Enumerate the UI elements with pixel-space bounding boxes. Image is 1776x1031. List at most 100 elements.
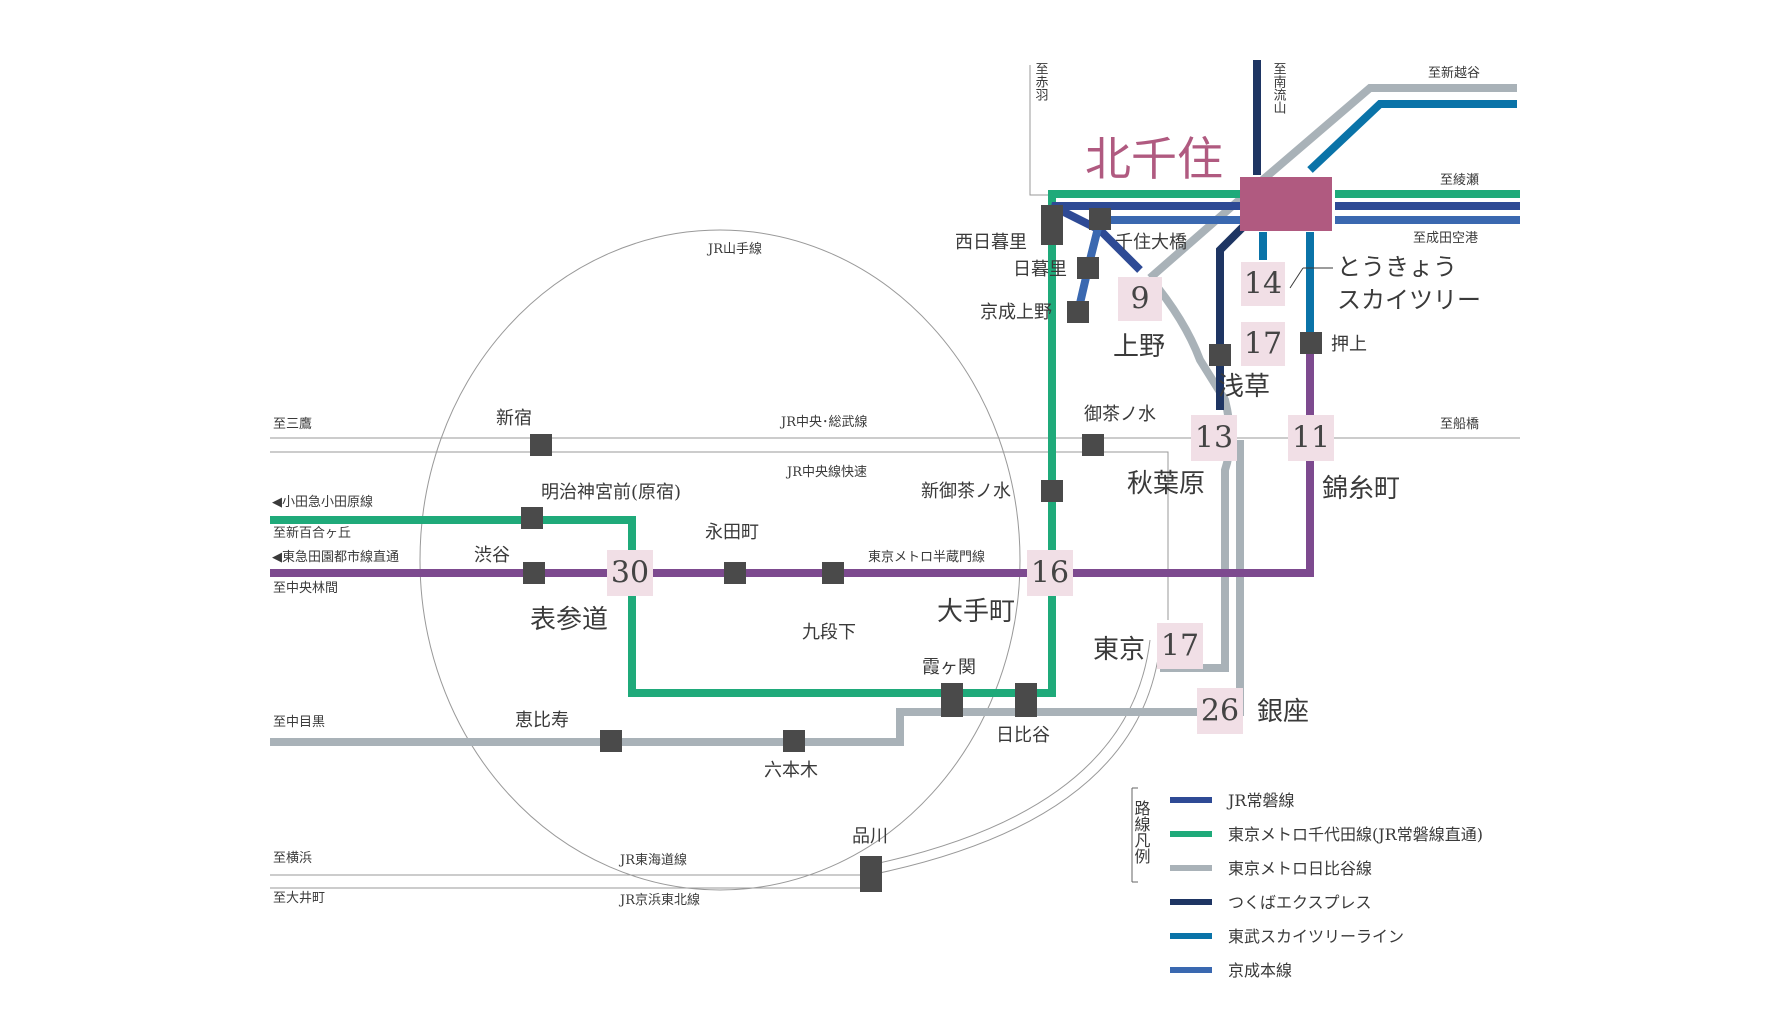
line-name-yamanote: JR山手線: [706, 241, 762, 257]
hanzomon-line: [270, 342, 1314, 577]
station-box-hibiya: [1015, 683, 1037, 717]
time-box-ginza: [1197, 688, 1243, 734]
label-nishinippori: 西日暮里: [955, 232, 1027, 253]
dir-shinkoshigaya: 至新越谷: [1428, 65, 1480, 81]
label-tokyo: 東京: [1093, 635, 1145, 665]
chuo-rapid-line: [270, 451, 1169, 620]
time-box-otemachi: [1027, 550, 1073, 596]
line-name-keihin: JR京浜東北線: [618, 892, 700, 908]
station-box-senjuohashi: [1089, 208, 1111, 230]
station-box-ochanomizu: [1082, 434, 1104, 456]
akabane-line: [1029, 65, 1050, 196]
time-akihabara: 13: [1195, 421, 1233, 456]
time-ginza: 26: [1201, 694, 1239, 729]
station-box-kudanshita: [822, 562, 844, 584]
skytree-leader: [1289, 267, 1304, 289]
label-skytree-2: スカイツリー: [1337, 286, 1481, 314]
station-box-kasumigaseki: [941, 683, 963, 717]
dir-mitaka: 至三鷹: [273, 417, 312, 432]
legend-label-hibiya: 東京メトロ日比谷線: [1228, 859, 1372, 878]
time-otemachi: 16: [1031, 556, 1069, 591]
label-keiseiueno: 京成上野: [980, 302, 1052, 323]
time-box-tokyo: [1157, 623, 1203, 669]
dir-yokohama: 至横浜: [273, 851, 312, 866]
time-box-kinshicho: [1288, 415, 1334, 461]
station-box-ebisu: [600, 730, 622, 752]
label-ginza: 銀座: [1257, 697, 1309, 727]
label-akihabara: 秋葉原: [1127, 469, 1205, 499]
station-boxes: [521, 205, 1322, 892]
label-hibiya: 日比谷: [996, 725, 1050, 746]
dir-chuorinkan: 至中央林間: [273, 581, 338, 596]
label-kinshicho: 錦糸町: [1322, 474, 1400, 504]
label-meijijingumae: 明治神宮前(原宿): [541, 482, 681, 503]
time-ueno: 9: [1130, 282, 1149, 317]
keisei-line: [1074, 216, 1520, 313]
time-tokyo: 17: [1161, 629, 1199, 664]
legend-label-keisei: 京成本線: [1228, 961, 1292, 980]
label-nagatacho: 永田町: [705, 522, 759, 543]
legend-label-jr-joban: JR常磐線: [1226, 791, 1294, 810]
station-box-shinjuku: [530, 434, 552, 456]
dir-ayase: 至綾瀬: [1440, 172, 1479, 188]
time-box-omotesando: [607, 550, 653, 596]
dir-tokyu: ◀東急田園都市線直通: [272, 549, 399, 565]
label-roppongi: 六本木: [764, 760, 818, 781]
label-ebisu: 恵比寿: [515, 710, 569, 731]
legend: 路線凡例 JR常磐線 東京メトロ千代田線(JR常磐線直通) 東京メトロ日比谷線 …: [1131, 787, 1483, 980]
label-oshiage: 押上: [1331, 334, 1367, 355]
legend-title: 路線凡例: [1132, 800, 1151, 865]
label-kudanshita: 九段下: [802, 622, 856, 643]
time-box-ueno: [1118, 277, 1162, 321]
station-box-shinagawa: [860, 856, 882, 892]
dir-nakameguro: 至中目黒: [273, 715, 325, 730]
time-omotesando: 30: [611, 556, 649, 591]
time-skytree: 14: [1244, 267, 1282, 302]
line-name-chuo-sobu: JR中央･総武線: [779, 414, 868, 430]
station-box-shinochanomizu: [1041, 480, 1063, 502]
label-shinagawa: 品川: [852, 826, 888, 847]
time-kinshicho: 11: [1292, 421, 1330, 456]
station-box-nippori: [1077, 257, 1099, 279]
label-shibuya: 渋谷: [474, 545, 510, 566]
label-ueno: 上野: [1113, 332, 1165, 362]
label-nippori: 日暮里: [1013, 259, 1067, 280]
time-box-akihabara: [1191, 415, 1237, 461]
time-box-skytree: [1241, 262, 1285, 306]
tobu-line: [1259, 100, 1517, 342]
chiyoda-line: [270, 190, 1520, 697]
station-box-nagatacho: [724, 562, 746, 584]
line-name-hanzomon: 東京メトロ半蔵門線: [868, 549, 985, 565]
legend-label-tobu: 東武スカイツリーライン: [1228, 927, 1404, 946]
station-box-asakusa-tx: [1209, 344, 1231, 366]
jr-joban-line: [1050, 202, 1520, 273]
kitasenju-station: [1240, 177, 1332, 231]
line-name-labels: JR山手線 JR中央･総武線 JR中央線快速 東京メトロ半蔵門線 JR東海道線 …: [618, 241, 985, 908]
line-name-chuo-rapid: JR中央線快速: [785, 464, 867, 480]
legend-label-tsukuba: つくばエクスプレス: [1228, 893, 1372, 912]
kitasenju-label: 北千住: [1085, 132, 1223, 186]
dir-akabane: 至赤羽: [1033, 62, 1049, 101]
label-otemachi: 大手町: [937, 597, 1015, 627]
legend-label-chiyoda: 東京メトロ千代田線(JR常磐線直通): [1228, 825, 1483, 844]
station-box-keiseiueno: [1067, 301, 1089, 323]
time-asakusa: 17: [1244, 327, 1282, 362]
tokaido-arc: [869, 644, 1161, 876]
label-ochanomizu: 御茶ノ水: [1084, 404, 1156, 425]
label-shinjuku: 新宿: [496, 408, 532, 429]
dir-shinyurigaoka: 至新百合ヶ丘: [273, 525, 351, 541]
line-name-tokaido: JR東海道線: [618, 852, 687, 868]
label-omotesando: 表参道: [530, 605, 608, 635]
time-box-asakusa: [1241, 322, 1285, 366]
yamanote-loop: [419, 229, 1021, 891]
label-skytree-1: とうきょう: [1337, 253, 1457, 281]
dir-funabashi: 至船橋: [1440, 417, 1479, 432]
station-labels: 西日暮里 千住大橋 日暮里 京成上野 上野 とうきょう スカイツリー 押上 浅草…: [474, 232, 1481, 847]
station-box-nishinippori: [1041, 205, 1063, 245]
station-box-shibuya: [523, 562, 545, 584]
label-senjuohashi: 千住大橋: [1115, 232, 1187, 253]
direction-labels: 至赤羽 至南流山 至新越谷 至綾瀬 至成田空港 至三鷹 至船橋 ◀小田急小田原線…: [272, 62, 1480, 906]
dir-narita: 至成田空港: [1413, 231, 1478, 246]
dir-nagareyama: 至南流山: [1271, 62, 1287, 114]
